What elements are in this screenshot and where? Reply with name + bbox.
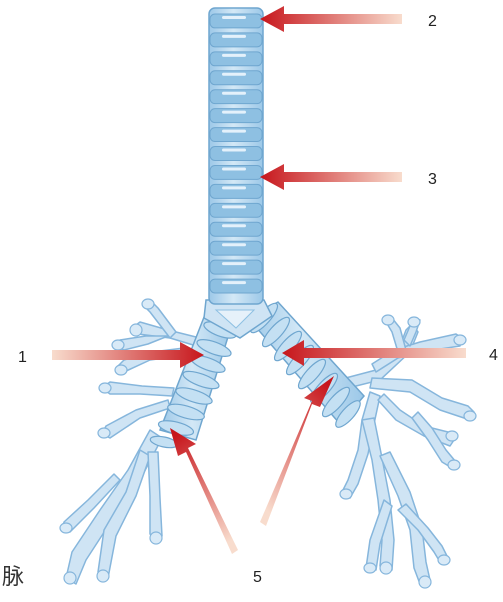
label-3: 3 <box>428 171 437 188</box>
trachea <box>209 8 263 304</box>
label-4: 4 <box>489 347 498 364</box>
label-2: 2 <box>428 13 437 30</box>
label-1: 1 <box>18 349 27 366</box>
arrow-5-left <box>170 428 238 554</box>
arrow-5-right <box>260 376 334 526</box>
label-5: 5 <box>253 569 262 586</box>
trachea-ring-highlight <box>222 149 246 152</box>
arrow-3 <box>260 164 402 190</box>
trachea-ring-highlight <box>222 205 246 208</box>
trachea-ring-highlight <box>222 186 246 189</box>
trachea-ring-highlight <box>222 92 246 95</box>
trachea-ring-highlight <box>222 167 246 170</box>
trachea-ring-highlight <box>222 281 246 284</box>
trachea-ring-highlight <box>222 54 246 57</box>
trachea-ring-highlight <box>222 16 246 19</box>
trachea-ring-highlight <box>222 35 246 38</box>
arrow-2 <box>260 6 402 32</box>
corner-character: 脉 <box>2 565 24 590</box>
trachea-ring-highlight <box>222 224 246 227</box>
trachea-ring-highlight <box>222 243 246 246</box>
trachea-ring-highlight <box>222 130 246 133</box>
trachea-ring-highlight <box>222 73 246 76</box>
trachea-rings <box>210 14 262 293</box>
trachea-ring-highlight <box>222 262 246 265</box>
trachea-ring-highlight <box>222 111 246 114</box>
